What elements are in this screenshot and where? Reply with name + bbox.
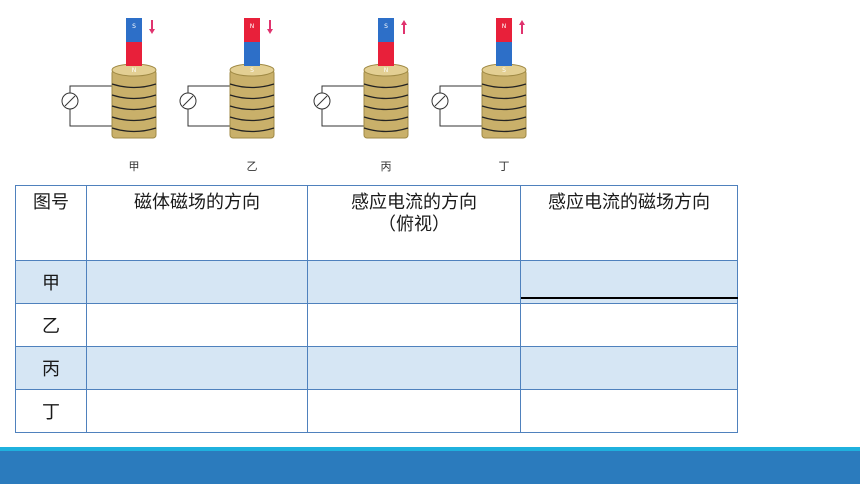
coil-winding [481,127,527,133]
table-header-row: 图号 磁体磁场的方向 感应电流的方向 （俯视） 感应电流的磁场方向 [15,185,738,261]
table-cell[interactable] [307,346,521,390]
table-cell[interactable] [307,260,521,304]
coil-winding [229,127,275,133]
coil-winding [363,105,409,111]
magnet-bottom-pole [496,42,512,66]
coil-winding [111,94,157,100]
table-cell[interactable] [86,303,308,347]
table-cell[interactable] [520,346,738,390]
induction-figure: S N N S S N N S [50,8,550,178]
coil-winding [481,116,527,122]
arrow-head-icon [519,20,525,25]
row-label: 丙 [15,346,87,390]
row-label: 甲 [15,260,87,304]
row-label: 乙 [15,303,87,347]
arrow-head-icon [401,20,407,25]
magnet-top-label: S [132,23,136,30]
table-cell[interactable] [86,389,308,433]
magnet-bottom-label: S [502,67,506,74]
coil-winding [481,94,527,100]
figure-label-ding: 丁 [498,160,510,173]
galvanometer-needle [64,95,76,107]
coil-winding [111,105,157,111]
coil-cylinder [229,69,275,139]
galvanometer-needle [316,95,328,107]
coil-cylinder [481,69,527,139]
table-row: 丁 [15,389,738,433]
table-cell[interactable] [520,389,738,433]
footer-accent-bar [0,447,860,451]
magnet-top-label: S [384,23,388,30]
table-cell[interactable] [307,303,521,347]
galvanometer-needle [434,95,446,107]
magnet-top-pole [126,18,142,42]
table-row: 丙 [15,346,738,390]
magnet-bottom-label: N [384,67,389,74]
table-cell[interactable] [86,346,308,390]
magnet-top-label: N [502,23,507,30]
arrow-head-icon [149,29,155,34]
table-cell[interactable] [86,260,308,304]
coil-winding [229,105,275,111]
figure-label-yi: 乙 [246,160,258,173]
magnet-top-pole [496,18,512,42]
magnet-top-label: N [250,23,255,30]
coil-winding [111,83,157,89]
table-cell[interactable] [520,303,738,347]
magnet-bottom-label: S [250,67,254,74]
header-induced-field-direction: 感应电流的磁场方向 [520,185,738,261]
header-induced-current-direction: 感应电流的方向 （俯视） [307,185,521,261]
magnet-bottom-pole [126,42,142,66]
induction-diagram: S N N S S N N S [61,18,527,139]
footer-bar [0,451,860,484]
table-divider-line [521,297,738,299]
magnet-bottom-pole [378,42,394,66]
coil-winding [111,127,157,133]
magnet-top-pole [244,18,260,42]
coil-cylinder [111,69,157,139]
coil-winding [229,83,275,89]
table-cell[interactable] [307,389,521,433]
table-row: 乙 [15,303,738,347]
coil-winding [363,116,409,122]
coil-winding [363,94,409,100]
answer-table: 图号 磁体磁场的方向 感应电流的方向 （俯视） 感应电流的磁场方向 甲 乙 丙 … [15,185,738,433]
figure-label-jia: 甲 [128,160,140,173]
magnet-bottom-pole [244,42,260,66]
row-label: 丁 [15,389,87,433]
magnet-bottom-label: N [132,67,137,74]
coil-winding [481,105,527,111]
coil-winding [229,116,275,122]
coil-winding [229,94,275,100]
galvanometer-needle [182,95,194,107]
header-magnet-field-direction: 磁体磁场的方向 [86,185,308,261]
magnet-top-pole [378,18,394,42]
coil-winding [481,83,527,89]
figure-label-bing: 丙 [380,160,392,173]
coil-winding [111,116,157,122]
coil-winding [363,127,409,133]
header-figure-number: 图号 [15,185,87,261]
arrow-head-icon [267,29,273,34]
coil-cylinder [363,69,409,139]
coil-winding [363,83,409,89]
